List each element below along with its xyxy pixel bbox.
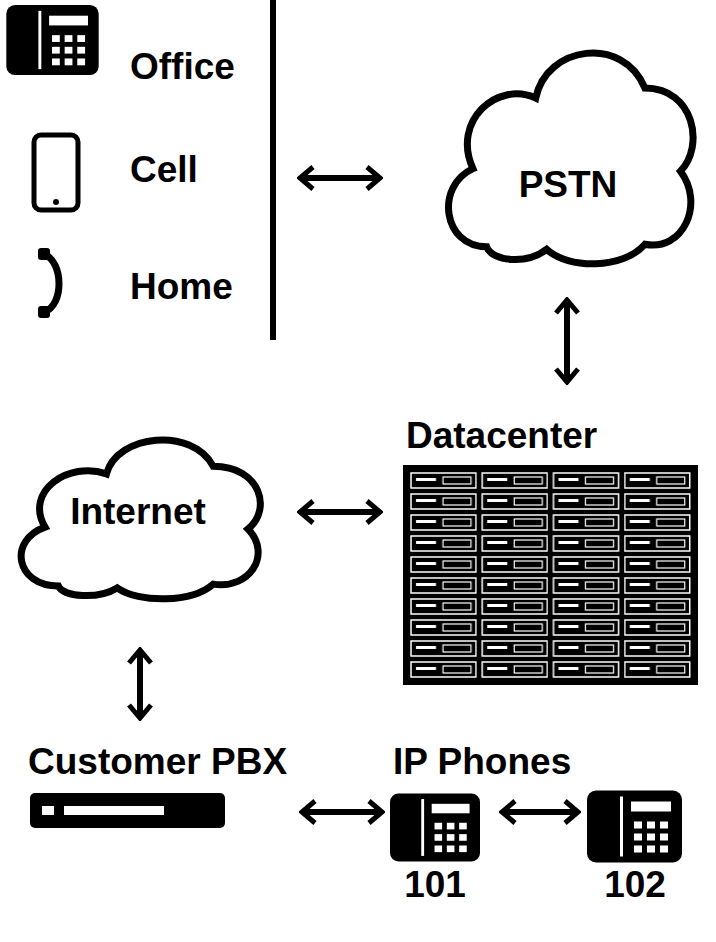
rack-divider [620,470,624,680]
cell-phone-button [53,199,59,205]
handset-mouth [38,306,50,318]
connector-arrow [302,809,382,815]
node-label: Customer PBX [28,742,287,783]
cell-phone-body [34,135,78,210]
node-label: Home [130,267,233,308]
pstn-cloud: PSTN [432,20,705,272]
connector-arrow [137,650,143,718]
office-phone-icon [6,5,98,75]
ip-phone-icon [587,791,682,863]
rack-frame [403,465,698,685]
cloud-shape [449,53,694,264]
connector-arrow [300,175,380,181]
node-label: 102 [604,865,666,906]
datacenter: Datacenter [400,415,700,688]
pbx-body [30,793,225,828]
ip-phone-icon [390,793,480,861]
cloud-outline [432,20,705,272]
pbx-light [42,806,54,815]
node-label: Cell [130,150,198,191]
home-phone-icon [38,248,59,318]
node-label: PSTN [519,165,618,206]
node-label: Office [130,47,235,88]
handset-ear [38,248,50,260]
server-rack [403,465,698,685]
group-label: IP Phones [393,742,571,783]
cell-phone-icon [34,135,78,210]
connector-arrow [564,300,570,382]
node-label: 101 [404,865,466,906]
endpoint-group: OfficeCellHome [0,0,276,340]
customer-pbx: Customer PBX [25,740,297,832]
rack-divider [548,470,552,680]
ip-phone: 102 [583,786,685,905]
connector-arrow [502,809,578,815]
rack-servers [408,470,693,680]
ip-phone: 101 [388,788,483,905]
node-label: Internet [70,492,206,533]
cloud-shape [21,440,260,599]
handset-curve [44,254,59,312]
pbx-slot [64,806,164,815]
pbx-device [30,793,225,828]
internet-cloud: Internet [5,415,272,605]
connector-arrow [300,509,380,515]
node-label: Datacenter [406,416,597,457]
rack-divider [477,470,481,680]
